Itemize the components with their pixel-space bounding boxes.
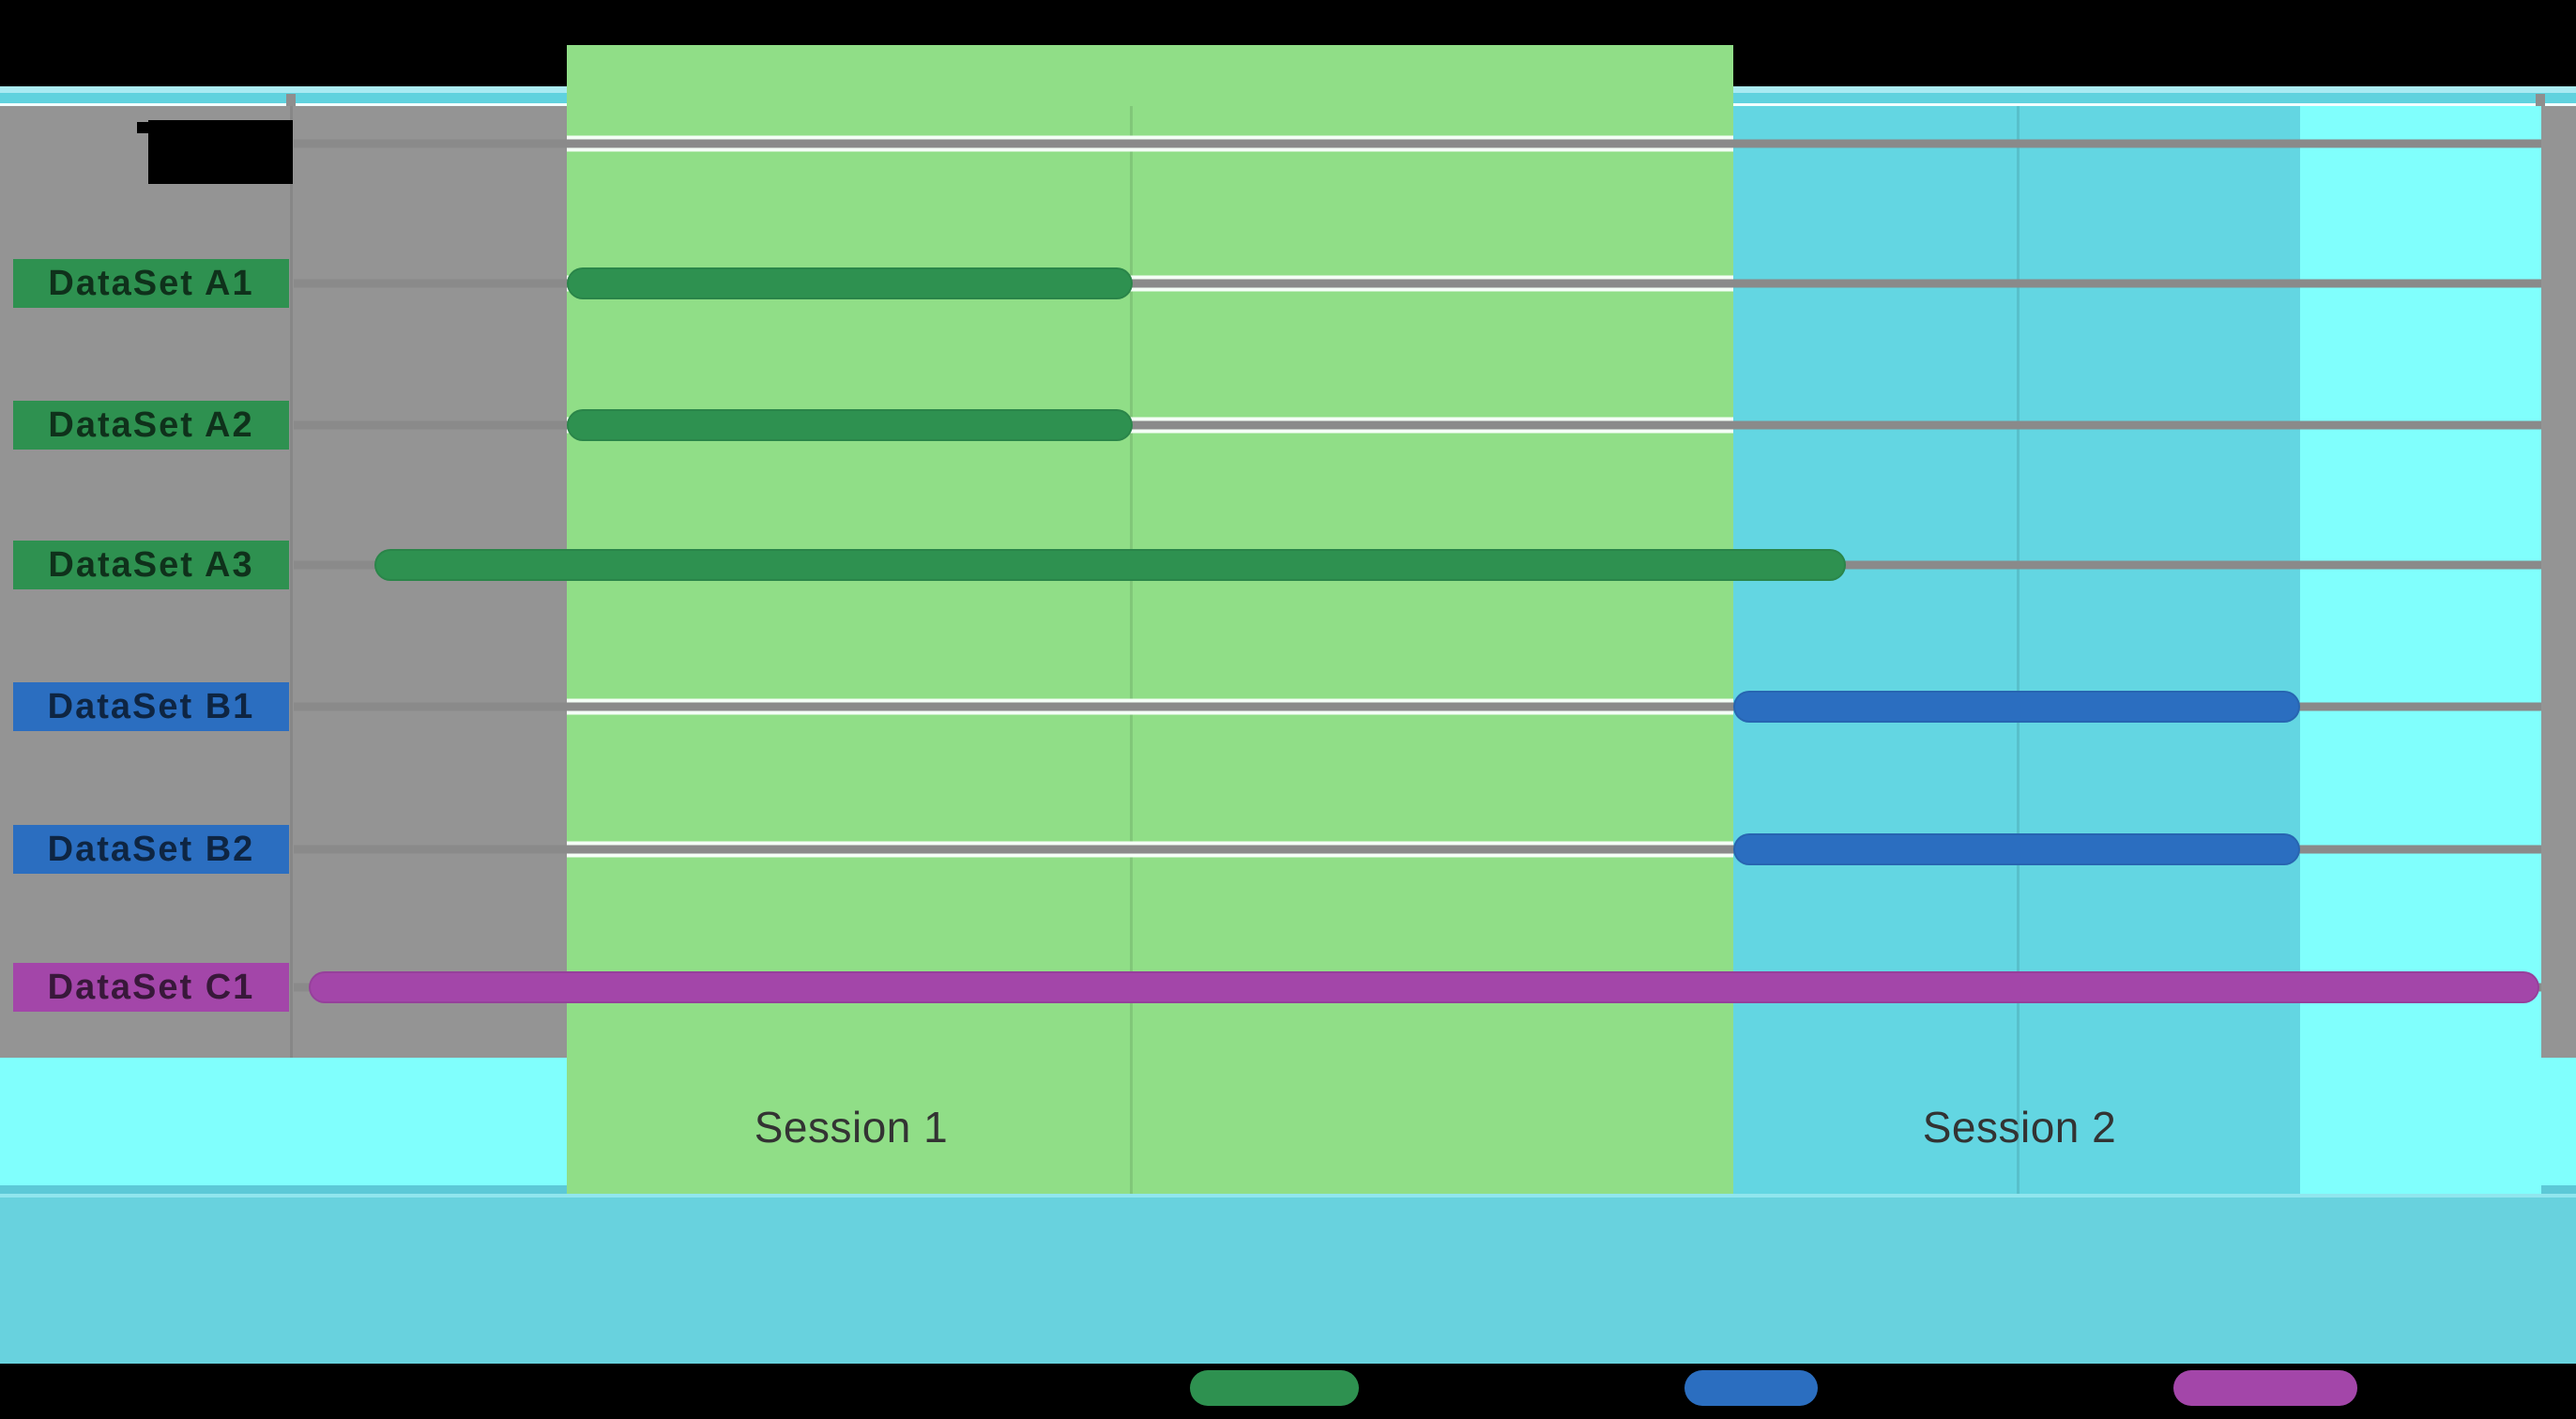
grid-vline-2	[2017, 106, 2020, 1194]
axis-tick-left	[286, 94, 296, 106]
gantt-bar	[1733, 833, 2300, 865]
task-label: DataSet C1	[13, 963, 289, 1012]
gantt-bar	[567, 267, 1133, 299]
gantt-bar	[309, 971, 2539, 1003]
session2-label: Session 2	[1922, 1103, 2117, 1152]
top-strip-teal-right	[1733, 93, 2576, 103]
top-strip-teal-left	[0, 93, 567, 103]
top-strip-pale-right	[1733, 86, 2576, 93]
top-white-line-right	[1733, 103, 2576, 106]
session1-band	[567, 45, 1733, 1194]
legend-swatch	[2173, 1370, 2357, 1406]
task-label: DataSet B1	[13, 682, 289, 731]
axis-tick-right	[2536, 94, 2545, 106]
task-label: DataSet A2	[13, 401, 289, 450]
task-label: DataSet A3	[13, 541, 289, 589]
gantt-bar	[374, 549, 1846, 581]
gantt-bar	[567, 409, 1133, 441]
row-gridline-highlight	[567, 698, 1733, 715]
grid-vline-1	[1130, 106, 1133, 1194]
redacted-title-t-crossbar	[137, 122, 152, 133]
task-label: DataSet A1	[13, 259, 289, 308]
label-column-divider	[290, 106, 293, 1058]
task-label: DataSet B2	[13, 825, 289, 874]
legend-swatch	[1190, 1370, 1359, 1406]
top-strip-pale-left	[0, 86, 567, 93]
row-gridline-highlight	[567, 841, 1733, 858]
gantt-bar	[1733, 691, 2300, 723]
top-white-line-left	[0, 103, 567, 106]
footer-teal-band	[0, 1198, 2576, 1364]
session1-label: Session 1	[754, 1103, 949, 1152]
footer-light-line	[0, 1194, 2576, 1198]
row-gridline-highlight	[567, 135, 1733, 152]
legend-swatch	[1684, 1370, 1818, 1406]
redacted-chart-title	[148, 120, 293, 184]
cyan-column	[2300, 106, 2541, 1194]
